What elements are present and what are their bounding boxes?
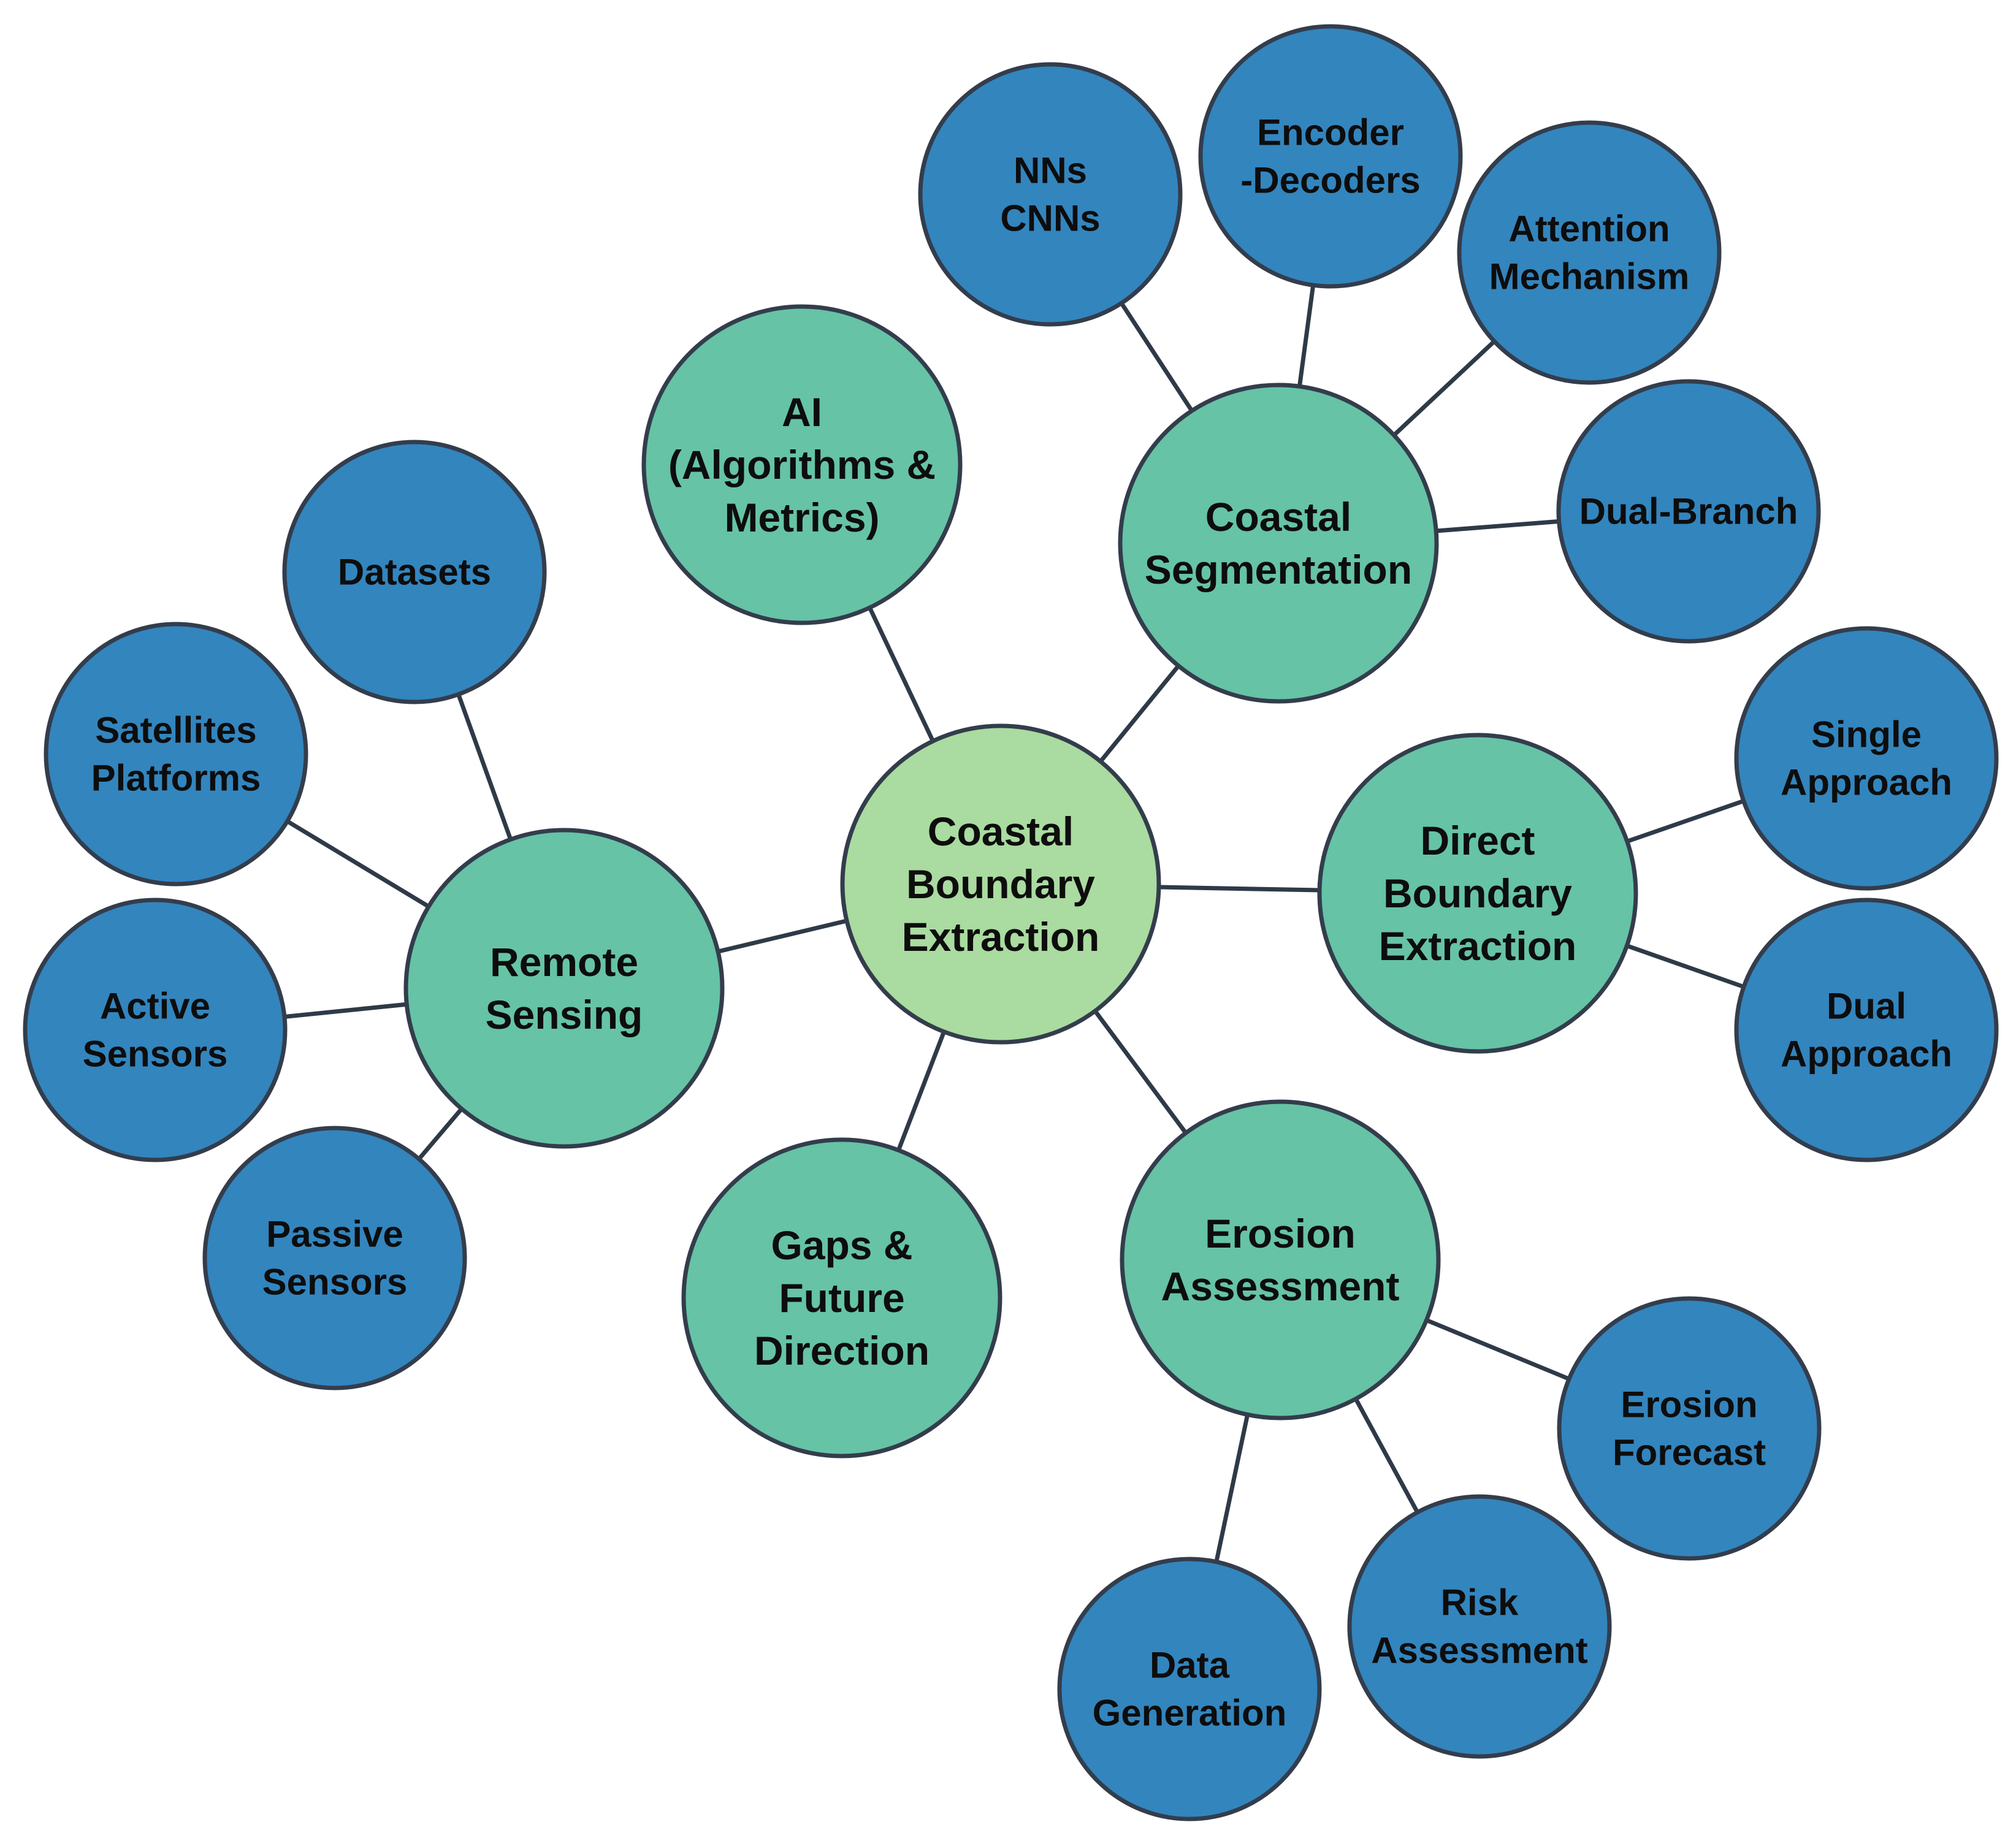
- node-label-coastal-boundary-extraction-line-1: Coastal: [928, 809, 1074, 854]
- node-label-datasets-line-1: Datasets: [338, 552, 491, 593]
- node-label-encoder-decoders-line-2: -Decoders: [1240, 160, 1420, 201]
- node-label-direct-boundary-extraction-line-2: Boundary: [1383, 871, 1572, 916]
- node-circle-coastal-segmentation: [1118, 383, 1439, 704]
- node-label-erosion-assessment-line-2: Assessment: [1161, 1264, 1400, 1309]
- node-label-data-generation-line-2: Generation: [1093, 1693, 1287, 1734]
- node-label-gaps-future-direction-line-2: Future: [779, 1275, 904, 1321]
- node-label-remote-sensing-line-1: Remote: [490, 939, 638, 985]
- node-encoder-decoders: Encoder -Decoders: [1198, 24, 1463, 289]
- node-label-single-approach-line-2: Approach: [1781, 762, 1952, 803]
- node-label-gaps-future-direction-line-3: Direction: [754, 1328, 930, 1373]
- node-label-satellites-platforms-line-1: Satellites: [95, 710, 256, 751]
- node-label-passive-sensors-line-1: Passive: [266, 1214, 403, 1255]
- node-label-attention-mechanism-line-1: Attention: [1508, 208, 1670, 250]
- node-label-risk-assessment-line-2: Assessment: [1371, 1630, 1588, 1671]
- node-label-ai-algorithms-metrics-line-1: AI: [782, 389, 822, 435]
- node-label-coastal-boundary-extraction-line-3: Extraction: [902, 914, 1100, 959]
- node-label-erosion-assessment-line-1: Erosion: [1205, 1211, 1356, 1256]
- node-label-erosion-forecast-line-2: Forecast: [1613, 1432, 1766, 1473]
- node-label-data-generation-line-1: Data: [1150, 1645, 1230, 1686]
- node-circle-coastal-boundary-extraction: [840, 723, 1161, 1045]
- node-label-active-sensors-line-2: Sensors: [83, 1034, 228, 1075]
- node-label-dual-approach-line-1: Dual: [1827, 986, 1906, 1027]
- node-label-dual-approach-line-2: Approach: [1781, 1034, 1952, 1075]
- node-label-nns-cnns-line-2: CNNs: [1000, 198, 1100, 239]
- node-label-remote-sensing-line-2: Sensing: [486, 992, 643, 1037]
- node-label-ai-algorithms-metrics-line-3: Metrics): [724, 495, 879, 540]
- node-label-satellites-platforms-line-2: Platforms: [91, 758, 261, 799]
- node-datasets: Datasets: [282, 440, 547, 704]
- node-ai-algorithms-metrics: AI (Algorithms & Metrics): [641, 304, 963, 625]
- node-circle-single-approach: [1734, 626, 1999, 891]
- node-label-attention-mechanism-line-2: Mechanism: [1489, 256, 1690, 297]
- node-label-encoder-decoders-line-1: Encoder: [1257, 112, 1404, 153]
- node-circle-erosion-assessment: [1120, 1099, 1441, 1420]
- node-label-coastal-segmentation-line-2: Segmentation: [1145, 547, 1412, 592]
- node-label-coastal-boundary-extraction-line-2: Boundary: [906, 861, 1095, 907]
- node-label-passive-sensors-line-2: Sensors: [262, 1262, 408, 1303]
- node-label-single-approach-line-1: Single: [1811, 714, 1922, 755]
- node-circle-datasets: [282, 440, 547, 704]
- node-circle-attention-mechanism: [1457, 120, 1722, 385]
- node-circle-dual-branch: [1556, 379, 1821, 644]
- node-circle-encoder-decoders: [1198, 24, 1463, 289]
- node-label-dual-branch-line-1: Dual-Branch: [1579, 491, 1798, 532]
- node-label-risk-assessment-line-1: Risk: [1441, 1582, 1519, 1623]
- node-circle-active-sensors: [23, 898, 288, 1162]
- node-label-gaps-future-direction-line-1: Gaps &: [771, 1222, 912, 1268]
- node-circle-data-generation: [1057, 1557, 1322, 1821]
- node-circle-erosion-forecast: [1557, 1296, 1822, 1561]
- node-dual-branch: Dual-Branch: [1556, 379, 1821, 644]
- node-label-coastal-segmentation-line-1: Coastal: [1205, 494, 1351, 540]
- node-circle-gaps-future-direction: [681, 1137, 1002, 1459]
- node-label-direct-boundary-extraction-line-3: Extraction: [1379, 923, 1577, 969]
- node-circle-remote-sensing: [403, 828, 725, 1149]
- node-circle-satellites-platforms: [44, 622, 308, 887]
- node-circle-dual-approach: [1734, 898, 1999, 1162]
- node-label-active-sensors-line-1: Active: [100, 986, 210, 1027]
- node-circle-nns-cnns: [918, 62, 1183, 327]
- node-circle-direct-boundary-extraction: [1317, 733, 1638, 1054]
- node-label-erosion-forecast-line-1: Erosion: [1621, 1384, 1757, 1425]
- node-label-direct-boundary-extraction-line-1: Direct: [1420, 818, 1535, 863]
- node-circle-ai-algorithms-metrics: [641, 304, 963, 625]
- node-label-nns-cnns-line-1: NNs: [1014, 150, 1087, 191]
- node-circle-risk-assessment: [1347, 1494, 1612, 1759]
- node-label-ai-algorithms-metrics-line-2: (Algorithms &: [668, 442, 936, 487]
- node-circle-passive-sensors: [202, 1126, 467, 1390]
